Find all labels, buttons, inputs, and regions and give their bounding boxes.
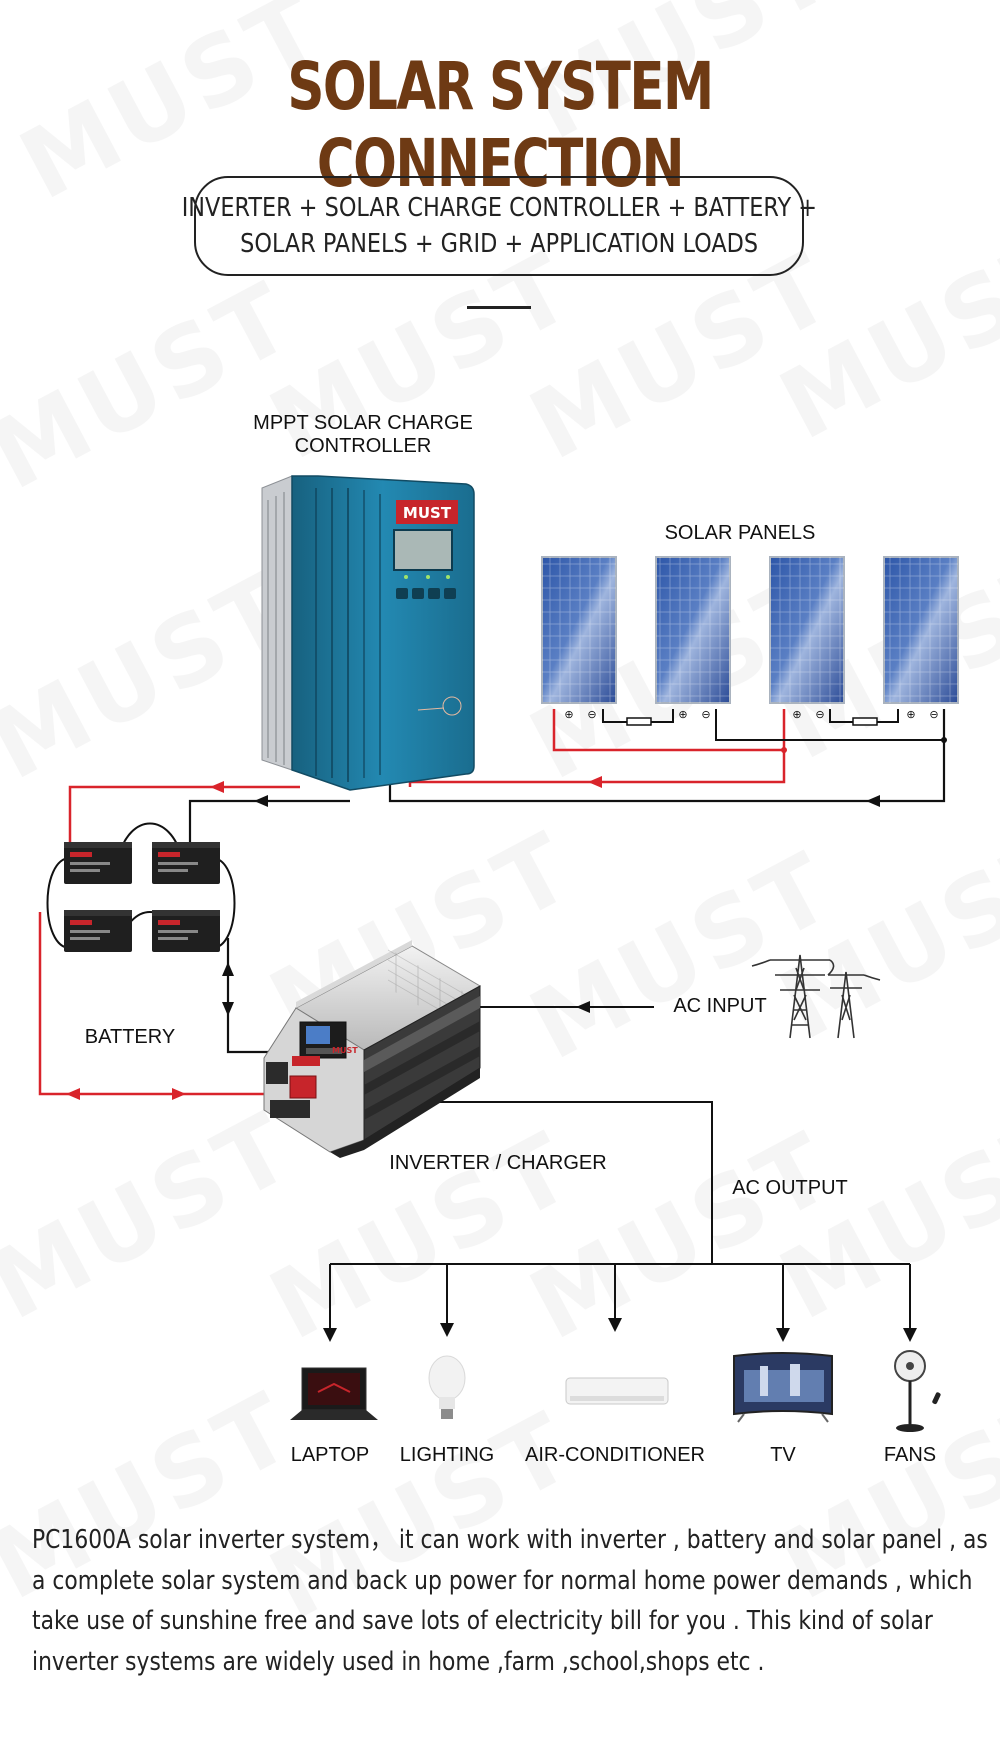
- wire-negative: [410, 1101, 713, 1264]
- arrow-left-black: [254, 795, 268, 807]
- description-paragraph: PC1600A solar inverter system， it can wo…: [32, 1520, 988, 1682]
- arrow-left-red: [210, 781, 224, 793]
- load-label-lighting: LIGHTING: [399, 1444, 495, 1466]
- arrow-down-black: [608, 1318, 622, 1332]
- wire-positive: [68, 785, 300, 845]
- arrow-down-black: [440, 1323, 454, 1337]
- arrow-up-black: [222, 962, 234, 976]
- wire-negative: [188, 799, 350, 845]
- svg-text:⊖: ⊖: [929, 709, 938, 721]
- load-label-tv: TV: [770, 1444, 796, 1466]
- page-title: SOLAR SYSTEM CONNECTION: [287, 48, 714, 202]
- arrow-down-black: [776, 1328, 790, 1342]
- inverter-label: INVERTER / CHARGER: [389, 1152, 607, 1174]
- svg-text:⊕: ⊕: [906, 709, 915, 721]
- inverter-brand: MUST: [332, 1046, 358, 1055]
- tv-icon: [733, 1352, 833, 1423]
- wire-negative: [715, 709, 944, 741]
- svg-text:⊕: ⊕: [678, 709, 687, 721]
- arrow-right-red: [172, 1088, 186, 1100]
- ac-output-label: AC OUTPUT: [732, 1177, 848, 1199]
- battery: [64, 842, 132, 884]
- fan-icon: [894, 1350, 941, 1432]
- arrow-left-black: [866, 795, 880, 807]
- arrow-left-red: [588, 776, 602, 788]
- ac-input-label: AC INPUT: [673, 995, 767, 1017]
- battery: [152, 910, 220, 952]
- svg-text:⊖: ⊖: [815, 709, 824, 721]
- svg-text:⊕: ⊕: [564, 709, 573, 721]
- load-label-laptop: LAPTOP: [290, 1444, 370, 1466]
- load-label-air-conditioner: AIR-CONDITIONER: [525, 1444, 705, 1466]
- description-line: PC1600A solar inverter system， it can wo…: [32, 1525, 988, 1555]
- arrow-down-black: [323, 1328, 337, 1342]
- svg-text:⊕: ⊕: [792, 709, 801, 721]
- transmission-tower-icon: [751, 954, 881, 1039]
- controller-label: MPPT SOLAR CHARGE CONTROLLER: [253, 412, 473, 457]
- laptop-icon: [290, 1367, 378, 1420]
- arrow-down-black: [903, 1328, 917, 1342]
- arrow-down-black: [222, 1002, 234, 1016]
- subtitle-box: INVERTER + SOLAR CHARGE CONTROLLER + BAT…: [181, 176, 817, 276]
- divider: [467, 306, 531, 309]
- battery: [152, 842, 220, 884]
- wire-positive: [552, 709, 786, 752]
- svg-text:⊖: ⊖: [587, 709, 596, 721]
- description-line: take use of sunshine free and save lots …: [32, 1606, 933, 1636]
- solar-panel: ⊕ ⊖: [769, 556, 845, 721]
- solar-panels-label: SOLAR PANELS: [664, 522, 816, 544]
- subtitle-line-2: SOLAR PANELS + GRID + APPLICATION LOADS: [240, 229, 758, 259]
- arrow-left-black: [576, 1001, 590, 1013]
- solar-panel: ⊕ ⊖: [655, 556, 731, 721]
- battery-label: BATTERY: [84, 1026, 176, 1048]
- solar-panel: ⊕ ⊖: [883, 556, 959, 721]
- inverter-charger: MUST: [263, 940, 482, 1158]
- light-bulb-icon: [428, 1355, 466, 1419]
- controller-brand: MUST: [403, 504, 452, 522]
- description-line: a complete solar system and back up powe…: [32, 1565, 973, 1596]
- arrow-left-red: [66, 1088, 80, 1100]
- subtitle-line-1: INVERTER + SOLAR CHARGE CONTROLLER + BAT…: [181, 193, 817, 223]
- air-conditioner-icon: [565, 1377, 669, 1405]
- wire-negative: [226, 938, 276, 1054]
- description-line: inverter systems are widely used in home…: [32, 1646, 765, 1677]
- charge-controller: MUST: [261, 475, 475, 791]
- battery: [64, 910, 132, 952]
- solar-panel: ⊕ ⊖: [541, 556, 617, 721]
- wire-positive: [38, 912, 310, 1096]
- svg-text:⊖: ⊖: [701, 709, 710, 721]
- load-label-fans: FANS: [883, 1444, 937, 1466]
- wire-negative: [388, 709, 946, 803]
